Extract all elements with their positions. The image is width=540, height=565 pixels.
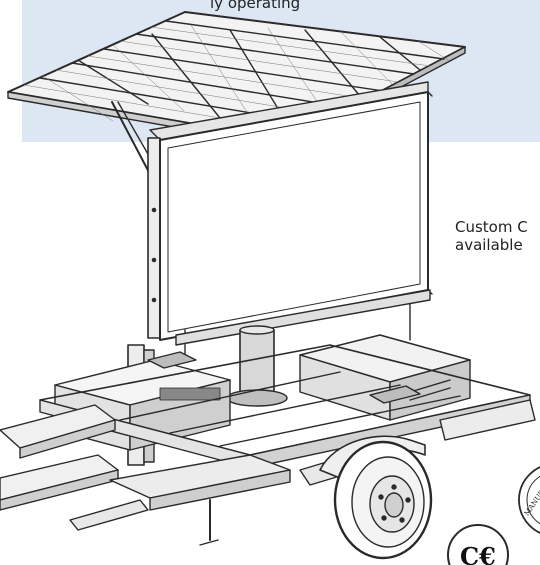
ce-mark-icon [447, 524, 509, 565]
battery-box-right [299, 334, 471, 421]
trailer-icon [0, 344, 536, 546]
svg-text:C€: C€ [460, 542, 496, 565]
side-note: Custom C available [455, 218, 528, 254]
sign-board [147, 81, 433, 341]
seal-icon: MANUF [518, 466, 540, 534]
banner-partial-text: ly operating [210, 0, 301, 12]
side-note-line1: Custom C [455, 218, 528, 236]
wheel [333, 440, 433, 560]
side-note-line2: available [455, 236, 523, 254]
